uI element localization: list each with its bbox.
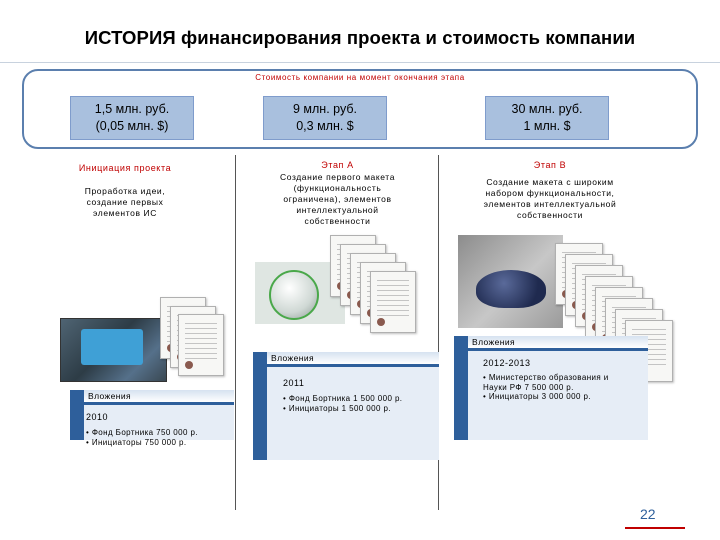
investment-year: 2010	[86, 412, 109, 422]
investment-list-2010: Фонд Бортника 750 000 р. Инициаторы 750 …	[86, 428, 226, 447]
prototype-photo-stage-b	[458, 235, 563, 328]
stage-heading-initiation: Инициация проекта	[78, 163, 172, 173]
description-line: (функциональность	[293, 183, 382, 193]
description-line: элементов интеллектуальной	[483, 199, 617, 209]
stage-description-initiation: Проработка идеи, создание первых элемент…	[30, 186, 220, 219]
description-line: собственности	[304, 216, 371, 226]
valuation-box-stage-a: 9 млн. руб. 0,3 млн. $	[263, 96, 387, 140]
description-line: элементов ИС	[93, 208, 157, 218]
stage-description-b: Создание макета с широким набором функци…	[450, 177, 650, 221]
description-line: Создание первого макета	[279, 172, 396, 182]
stage-divider	[235, 155, 236, 510]
robot-sphere	[269, 270, 319, 320]
investment-item: Фонд Бортника 750 000 р.	[86, 428, 226, 438]
investment-list-2011: Фонд Бортника 1 500 000 р. Инициаторы 1 …	[283, 394, 433, 413]
investment-item: Министерство образования и Науки РФ 7 50…	[483, 373, 631, 392]
stage-heading-a: Этап А	[321, 160, 354, 170]
page-number: 22	[640, 506, 656, 522]
valuation-frame	[22, 69, 698, 149]
title-divider	[0, 62, 720, 63]
investment-list-2012-2013: Министерство образования и Науки РФ 7 50…	[483, 373, 631, 402]
valuation-usd: (0,05 млн. $)	[95, 119, 169, 133]
valuation-box-initiation: 1,5 млн. руб. (0,05 млн. $)	[70, 96, 194, 140]
description-line: набором функциональности,	[485, 188, 615, 198]
valuation-usd: 1 млн. $	[523, 119, 571, 133]
valuation-rub: 30 млн. руб.	[511, 102, 583, 116]
stage-description-a: Создание первого макета (функциональност…	[240, 172, 435, 227]
investment-item: Инициаторы 3 000 000 р.	[483, 392, 631, 402]
page-number-underline	[625, 527, 685, 529]
certificate-icon	[370, 271, 416, 333]
valuation-rub: 1,5 млн. руб.	[94, 102, 170, 116]
description-line: ограничена), элементов	[283, 194, 392, 204]
valuation-usd: 0,3 млн. $	[296, 119, 354, 133]
investment-label: Вложения	[468, 336, 648, 351]
description-line: создание первых	[86, 197, 164, 207]
investment-year: 2011	[283, 378, 305, 388]
valuation-caption: Стоимость компании на момент окончания э…	[255, 73, 465, 82]
robot-body	[476, 270, 546, 308]
stage-divider	[438, 155, 439, 510]
page-title: ИСТОРИЯ финансирования проекта и стоимос…	[84, 27, 636, 48]
investment-item: Инициаторы 750 000 р.	[86, 438, 226, 448]
investment-label: Вложения	[267, 352, 439, 367]
description-line: интеллектуальной	[296, 205, 379, 215]
investment-item: Фонд Бортника 1 500 000 р.	[283, 394, 433, 404]
valuation-box-stage-b: 30 млн. руб. 1 млн. $	[485, 96, 609, 140]
description-line: Создание макета с широким	[486, 177, 614, 187]
prototype-photo-2010	[60, 318, 167, 382]
certificate-icon	[178, 314, 224, 376]
valuation-rub: 9 млн. руб.	[293, 102, 357, 116]
description-line: собственности	[517, 210, 583, 220]
investment-year: 2012-2013	[483, 358, 531, 368]
stage-heading-b: Этап В	[533, 160, 567, 170]
investment-item: Инициаторы 1 500 000 р.	[283, 404, 433, 414]
investment-label: Вложения	[84, 390, 234, 405]
description-line: Проработка идеи,	[84, 186, 166, 196]
device-body	[81, 329, 143, 365]
